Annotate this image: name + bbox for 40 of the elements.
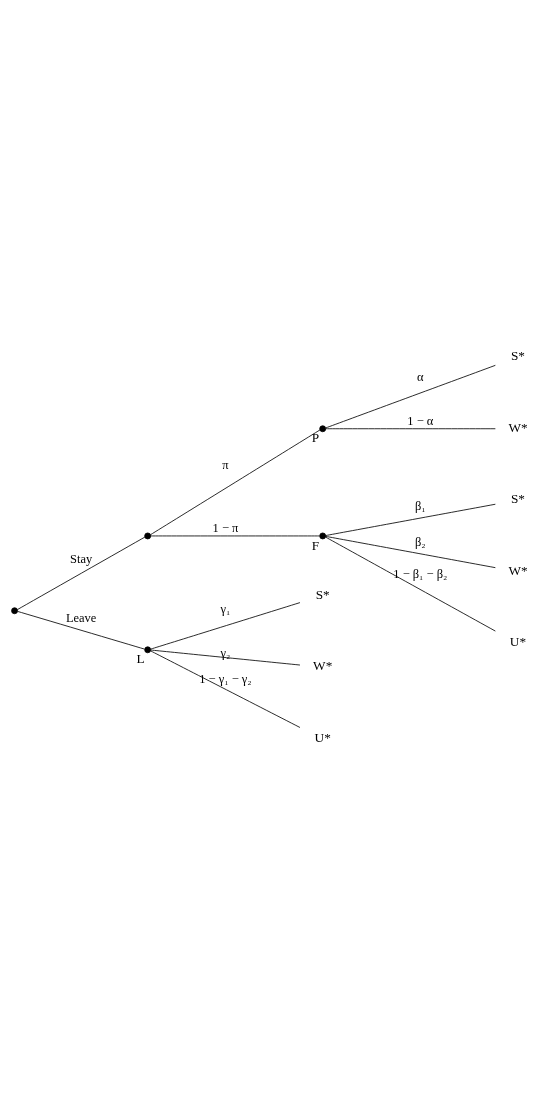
node-circle <box>144 532 152 539</box>
node-circle <box>319 424 327 432</box>
connector <box>150 649 301 665</box>
edge-label: 1 − β₁ − β₂ <box>393 566 448 581</box>
connector <box>17 536 146 610</box>
node-label: P <box>311 429 320 445</box>
connector <box>150 429 321 535</box>
connector <box>325 503 496 536</box>
connector <box>325 364 496 428</box>
node-text: W* <box>508 419 528 435</box>
connector <box>325 427 496 429</box>
node-text: W* <box>313 657 333 673</box>
node-text: U* <box>509 633 527 649</box>
node-text: S* <box>510 490 526 506</box>
edge-label: β₂ <box>415 534 426 549</box>
node-circle <box>319 532 327 539</box>
connector <box>150 601 301 650</box>
connector <box>325 536 496 631</box>
edge-label: 1 − π <box>212 520 239 535</box>
connector <box>150 535 320 536</box>
edge-label: Stay <box>70 551 93 566</box>
node-circle <box>11 606 18 614</box>
edge-label: γ₂ <box>220 645 231 660</box>
connector <box>150 650 301 728</box>
node-text: S* <box>315 586 330 602</box>
node-text: S* <box>510 347 526 363</box>
node-circle <box>144 645 152 653</box>
edge-label: 1 − α <box>407 413 434 428</box>
edge-label: β₁ <box>415 498 426 513</box>
connector <box>17 610 145 649</box>
edge-label: π <box>222 457 229 472</box>
node-label: F <box>311 537 320 553</box>
node-text: W* <box>508 562 528 578</box>
edge-label: γ₁ <box>220 601 231 616</box>
connector <box>325 535 496 568</box>
node-label: L <box>136 650 145 666</box>
edge-label: 1 − γ₁ − γ₂ <box>199 671 252 686</box>
node-text: U* <box>314 729 331 745</box>
edge-label: Leave <box>65 610 97 625</box>
edge-label: α <box>417 369 424 384</box>
